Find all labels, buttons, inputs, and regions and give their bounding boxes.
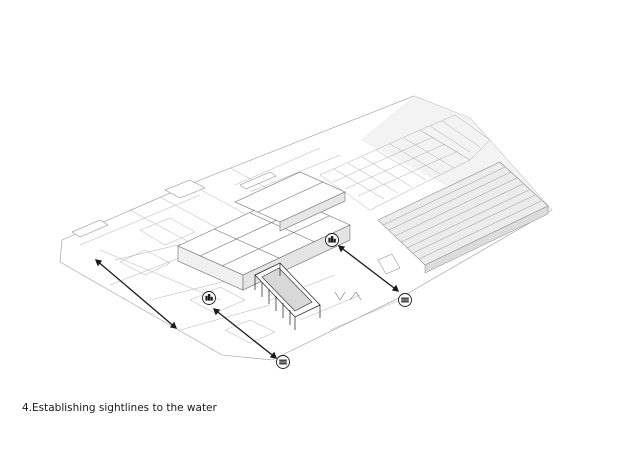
caption-number: 4. [22,402,33,414]
warehouse-roof [377,161,549,274]
sightline-arrows [94,245,400,359]
caption-text: Establishing sightlines to the water [32,402,217,414]
sightline-arrow-east [338,245,399,292]
central-buildings [177,171,351,291]
small-structures [71,171,401,301]
canopy-structure [254,262,321,330]
building-viewpoint-icon [325,233,339,247]
building-viewpoint-icon [202,291,216,305]
ne-grid-block [319,114,491,211]
figure-caption: 4.Establishing sightlines to the water [22,402,222,415]
water-waves-icon [398,293,412,307]
sightline-arrow-central [213,308,277,359]
water-waves-icon [276,355,290,369]
sightline-arrow-west [95,259,177,329]
